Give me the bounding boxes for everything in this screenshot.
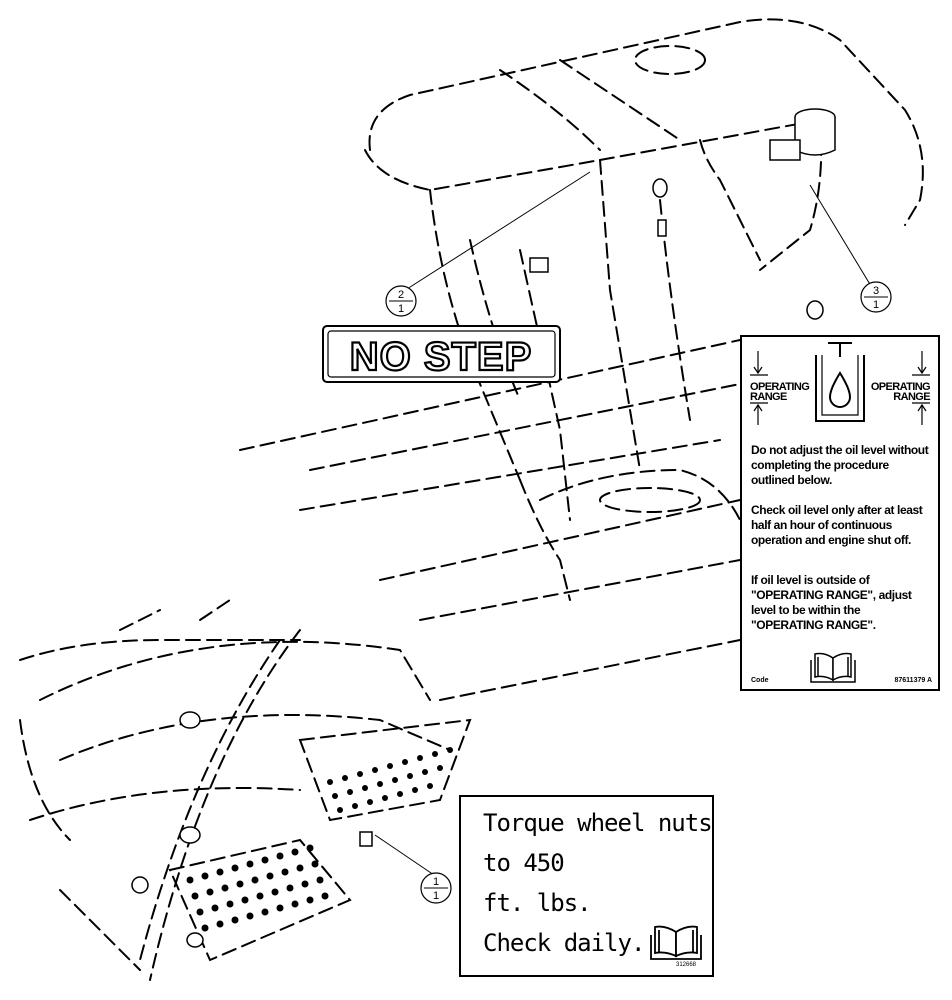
- roof-edge: [599, 119, 821, 161]
- hood-front-edge: [364, 149, 601, 192]
- svg-text:1: 1: [398, 303, 404, 315]
- bolt-4: [186, 932, 204, 948]
- manual-book-icon: [650, 925, 702, 960]
- torque-line-1: Torque wheel nuts: [483, 809, 713, 837]
- handrail: [149, 629, 301, 981]
- cab-rear: [699, 139, 761, 261]
- bolt-3: [131, 876, 149, 894]
- rail-far-2: [119, 609, 161, 631]
- slot-1: [657, 219, 667, 237]
- bracket-1: [529, 257, 549, 273]
- oil-gauge-graphic: [750, 342, 930, 425]
- frame-rail-4: [379, 499, 741, 581]
- frame-rail-3: [299, 439, 721, 511]
- svg-text:1: 1: [873, 299, 879, 311]
- chassis-top: [39, 640, 431, 701]
- grommet-2: [806, 300, 824, 320]
- frame-rail-5: [419, 559, 741, 621]
- leader-line-1: [374, 834, 435, 876]
- steps-outline: [168, 838, 352, 962]
- platform-outline: [298, 718, 472, 822]
- perforated-plate-upper: [327, 747, 453, 813]
- svg-text:3: 3: [873, 285, 879, 297]
- pillar-left: [519, 249, 571, 521]
- cab-side: [599, 159, 641, 471]
- bolt-2: [179, 826, 201, 844]
- fender-inner: [469, 239, 521, 401]
- chassis-low: [29, 787, 301, 821]
- rail-far: [199, 599, 231, 621]
- oil-decal-code: Code: [751, 677, 769, 684]
- grommet-1: [652, 178, 668, 198]
- filler-cap-body: [794, 117, 836, 156]
- oil-decal-part-number: 87611379 A: [894, 677, 933, 684]
- torque-line-4: Check daily.: [483, 929, 645, 957]
- chassis-left: [19, 639, 301, 661]
- roof-hatch: [634, 45, 706, 75]
- chassis-bottom: [59, 889, 141, 971]
- fender-left: [429, 189, 521, 481]
- torque-line-3: ft. lbs.: [483, 889, 592, 917]
- leader-line-3: [809, 184, 872, 287]
- hood-ridge-2: [559, 59, 681, 141]
- frame-rail-1: [239, 339, 741, 451]
- callout-1: 1 1: [420, 872, 452, 904]
- axle-slot: [599, 487, 701, 513]
- oil-drop-icon: [828, 371, 852, 408]
- frame-rail-6: [439, 639, 741, 701]
- torque-decal: Torque wheel nuts to 450 ft. lbs. Check …: [459, 795, 714, 977]
- leader-line-2: [406, 171, 591, 290]
- handrail-2: [139, 639, 281, 961]
- hood-ridge: [499, 69, 601, 151]
- hood-outline: [368, 18, 924, 226]
- torque-line-2: to 450: [483, 849, 565, 877]
- no-step-text: NO STEP: [350, 335, 533, 379]
- torque-decal-part-number: 312668: [676, 962, 697, 968]
- svg-text:2: 2: [398, 289, 404, 301]
- bolt-1: [179, 711, 201, 729]
- oil-instruction-2: Check oil level only after at least half…: [751, 503, 923, 547]
- svg-text:1: 1: [433, 890, 439, 902]
- axle-housing: [539, 468, 741, 521]
- oil-instruction-1: Do not adjust the oil level without comp…: [751, 443, 929, 487]
- frame-low: [19, 719, 71, 841]
- callout-3: 3 1: [860, 281, 892, 313]
- decal-slot: [359, 831, 373, 847]
- filler-bracket: [769, 139, 801, 161]
- chassis-mid: [59, 714, 451, 761]
- callout-2: 2 1: [385, 285, 417, 317]
- no-step-decal: NO STEP: [322, 325, 561, 383]
- rear-frame: [519, 479, 571, 601]
- svg-text:1: 1: [433, 876, 439, 888]
- frame-rail-2: [309, 379, 761, 471]
- oil-instruction-3: If oil level is outside of "OPERATING RA…: [751, 573, 912, 632]
- manual-book-icon: [810, 652, 856, 683]
- perforated-plate-lower: [186, 844, 329, 932]
